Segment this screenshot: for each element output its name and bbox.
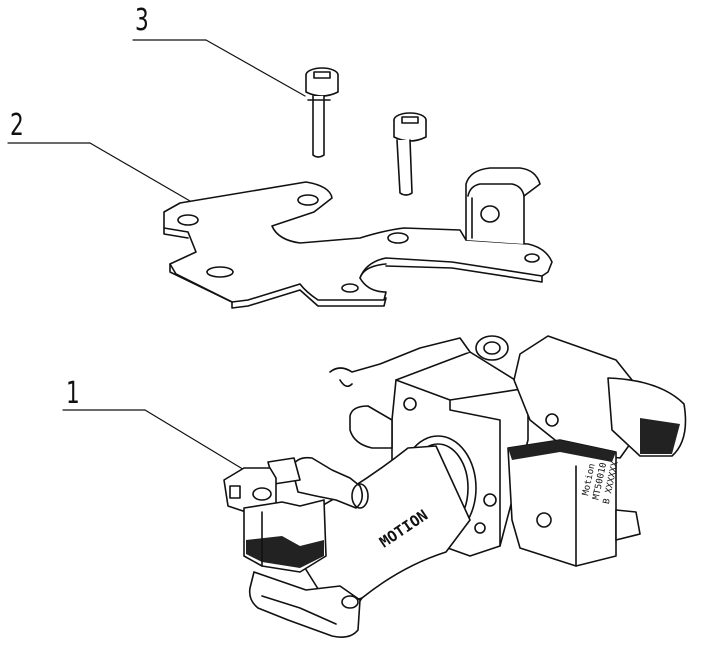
callout-number-1: 1 xyxy=(66,376,80,411)
screw-left xyxy=(305,67,339,158)
callout-number-3: 3 xyxy=(135,3,149,38)
bracket-plate xyxy=(163,167,553,309)
throttle-body-assembly xyxy=(223,335,687,638)
leader-line-2 xyxy=(7,142,191,202)
screw-right xyxy=(393,112,427,196)
callout-number-2: 2 xyxy=(10,108,24,143)
leader-line-1 xyxy=(62,409,247,472)
leader-line-3 xyxy=(132,39,306,97)
